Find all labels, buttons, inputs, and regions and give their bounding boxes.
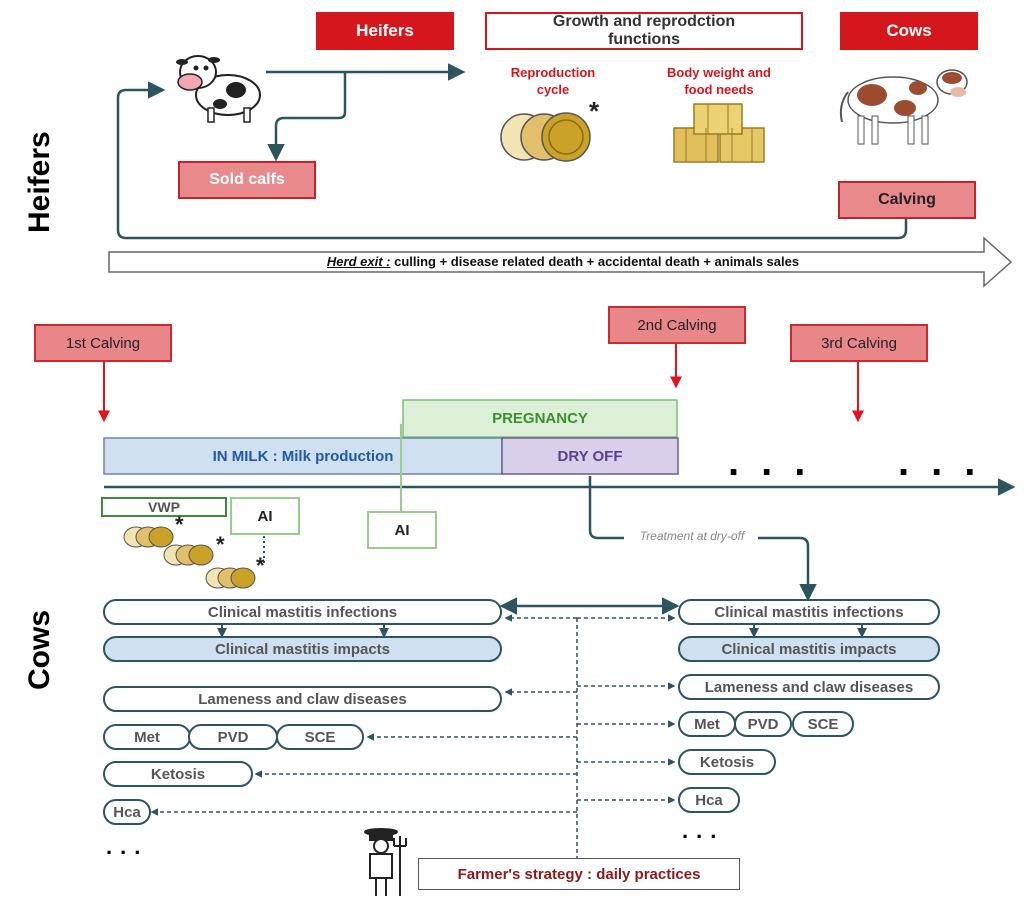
right-sce: SCE	[792, 711, 854, 737]
pregnancy-label: PREGNANCY	[492, 410, 588, 427]
heifer-cow-icon	[176, 55, 261, 123]
right-clinical-impacts: Clinical mastitis impacts	[678, 636, 940, 662]
coin-asterisk-2: *	[216, 532, 225, 557]
first-calving-box: 1st Calving	[34, 324, 172, 362]
reproduction-cycle-label: Reproduction cycle	[510, 65, 596, 97]
ai-box-1: AI	[230, 497, 300, 535]
vwp-box: VWP	[101, 497, 227, 517]
in-milk-bar	[103, 437, 503, 475]
growth-functions-header: Growth and reprodction functions	[485, 12, 803, 50]
left-pvd: PVD	[188, 724, 278, 750]
second-calving-box: 2nd Calving	[608, 306, 746, 344]
adult-cow-icon	[839, 69, 968, 145]
farmer-icon	[364, 828, 407, 896]
right-hca: Hca	[678, 787, 740, 813]
herd-exit-text: culling + disease related death + accide…	[390, 254, 800, 269]
right-lameness: Lameness and claw diseases	[678, 674, 940, 700]
farmer-strategy-links	[150, 614, 676, 860]
treatment-label: Treatment at dry-off	[639, 529, 745, 543]
right-ketosis: Ketosis	[678, 749, 776, 775]
heifers-header: Heifers	[316, 12, 454, 50]
hay-bales-icon	[673, 103, 765, 163]
coin-asterisk-3: *	[256, 553, 265, 578]
treatment-label-bg	[624, 528, 758, 546]
right-pvd: PVD	[734, 711, 792, 737]
heifer-flow-arrows	[116, 63, 908, 240]
timeline-ellipsis-2: ...	[898, 440, 998, 484]
dry-off-bar	[501, 437, 679, 475]
ai-box-2: AI	[367, 511, 437, 549]
third-calving-box: 3rd Calving	[790, 324, 928, 362]
pregnancy-bar	[402, 399, 678, 438]
left-ketosis: Ketosis	[103, 761, 253, 787]
impact-arrows	[217, 624, 867, 638]
left-lameness: Lameness and claw diseases	[103, 686, 502, 712]
left-met: Met	[103, 724, 191, 750]
herd-exit-label: Herd exit : culling + disease related de…	[148, 254, 978, 270]
in-milk-label: IN MILK : Milk production	[212, 447, 394, 465]
coin-asterisk-1: *	[175, 512, 184, 537]
right-ellipsis: ...	[682, 818, 725, 843]
right-met: Met	[678, 711, 736, 737]
cows-side-label: Cows	[23, 609, 56, 690]
cycle-coins-icon	[123, 526, 256, 589]
dry-off-label: DRY OFF	[557, 447, 623, 465]
left-sce: SCE	[276, 724, 364, 750]
sold-calfs-box: Sold calfs	[178, 161, 316, 199]
cows-header: Cows	[840, 12, 978, 50]
heifers-side-label: Heifers	[23, 131, 56, 233]
farmer-strategy-box: Farmer's strategy : daily practices	[418, 858, 740, 890]
calving-arrows	[98, 344, 864, 423]
left-clinical-impacts: Clinical mastitis impacts	[103, 636, 502, 662]
calving-box: Calving	[838, 181, 976, 219]
herd-exit-lead: Herd exit :	[326, 254, 391, 269]
timeline-ellipsis-1: ...	[728, 440, 828, 484]
reproduction-coins-icon	[500, 112, 591, 162]
left-hca: Hca	[103, 799, 151, 825]
body-weight-label: Body weight and food needs	[667, 65, 771, 97]
herd-exit-arrow	[108, 236, 1013, 288]
reproduction-asterisk: *	[588, 96, 600, 126]
left-clinical-infections: Clinical mastitis infections	[103, 599, 502, 625]
left-ellipsis: ...	[106, 834, 149, 859]
right-clinical-infections: Clinical mastitis infections	[678, 599, 940, 625]
